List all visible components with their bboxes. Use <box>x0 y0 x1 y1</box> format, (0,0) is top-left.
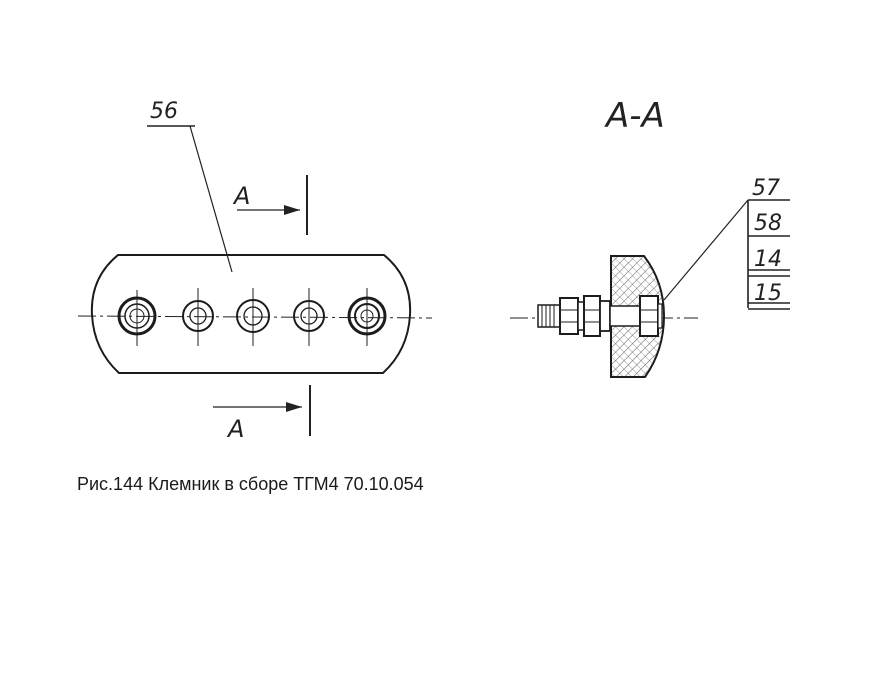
section-mark-bottom: А <box>213 385 311 443</box>
terminal-hole-3 <box>236 299 270 333</box>
leader-56: 56 <box>147 99 233 273</box>
terminal-bolt-assembly <box>537 295 663 337</box>
section-mark-top-label: А <box>232 182 250 210</box>
figure-caption: Рис.144 Клемник в сборе ТГМ4 70.10.054 <box>77 474 424 494</box>
callout-57: 57 <box>752 176 780 201</box>
terminal-hole-5 <box>347 296 387 336</box>
leader-56-label: 56 <box>150 99 178 124</box>
terminal-hole-4 <box>293 300 325 332</box>
callout-stack: 57 58 14 15 <box>747 176 790 310</box>
callout-15: 15 <box>754 281 782 306</box>
terminal-hole-2 <box>182 300 214 332</box>
section-mark-bottom-label: А <box>226 415 244 443</box>
section-title: А-А <box>604 96 665 136</box>
section-mark-top: А <box>232 175 308 235</box>
terminal-plate-view: 56 А А <box>77 99 433 443</box>
terminal-hole-1 <box>117 296 157 336</box>
callout-58: 58 <box>754 211 782 236</box>
section-view-a-a: А-А <box>510 96 790 378</box>
terminal-plate-outline <box>90 254 412 374</box>
callout-leaders <box>663 199 749 301</box>
callout-14: 14 <box>754 247 782 272</box>
